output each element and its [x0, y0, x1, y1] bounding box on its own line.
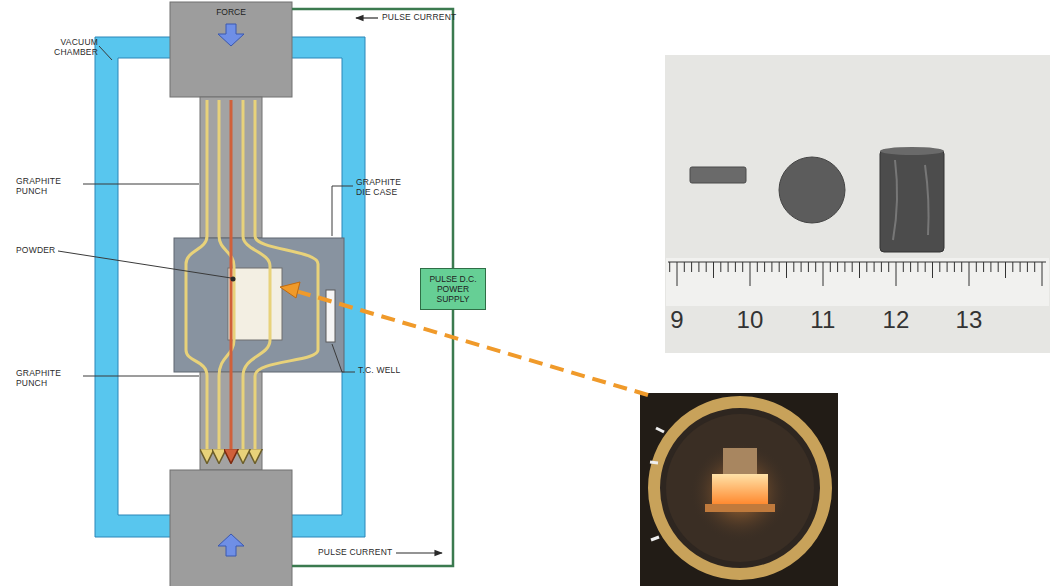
part-label: GRAPHITE PUNCH: [16, 369, 82, 389]
power-supply-box: PULSE D.C. POWER SUPPLY: [420, 268, 486, 310]
ruler-number: 11: [801, 306, 845, 334]
part-label: VACUUM CHAMBER: [46, 38, 98, 58]
signal-label: PULSE CURRENT: [318, 548, 392, 558]
node-text: FORCE: [174, 8, 288, 18]
signal-label: PULSE CURRENT: [382, 13, 456, 23]
punch-block: FORCE: [170, 2, 292, 97]
ruler-number: 10: [728, 306, 772, 334]
part-label: GRAPHITE DIE CASE: [356, 178, 418, 198]
node-text: PULSE D.C. POWER SUPPLY: [425, 275, 481, 304]
ruler-number: 12: [874, 306, 918, 334]
ruler-number: 9: [655, 306, 699, 334]
part-label: GRAPHITE PUNCH: [16, 177, 82, 197]
part-label: T.C. WELL: [358, 366, 402, 376]
ruler-number: 13: [947, 306, 991, 334]
current-wire: [292, 9, 453, 268]
part-label: POWDER: [16, 246, 55, 256]
